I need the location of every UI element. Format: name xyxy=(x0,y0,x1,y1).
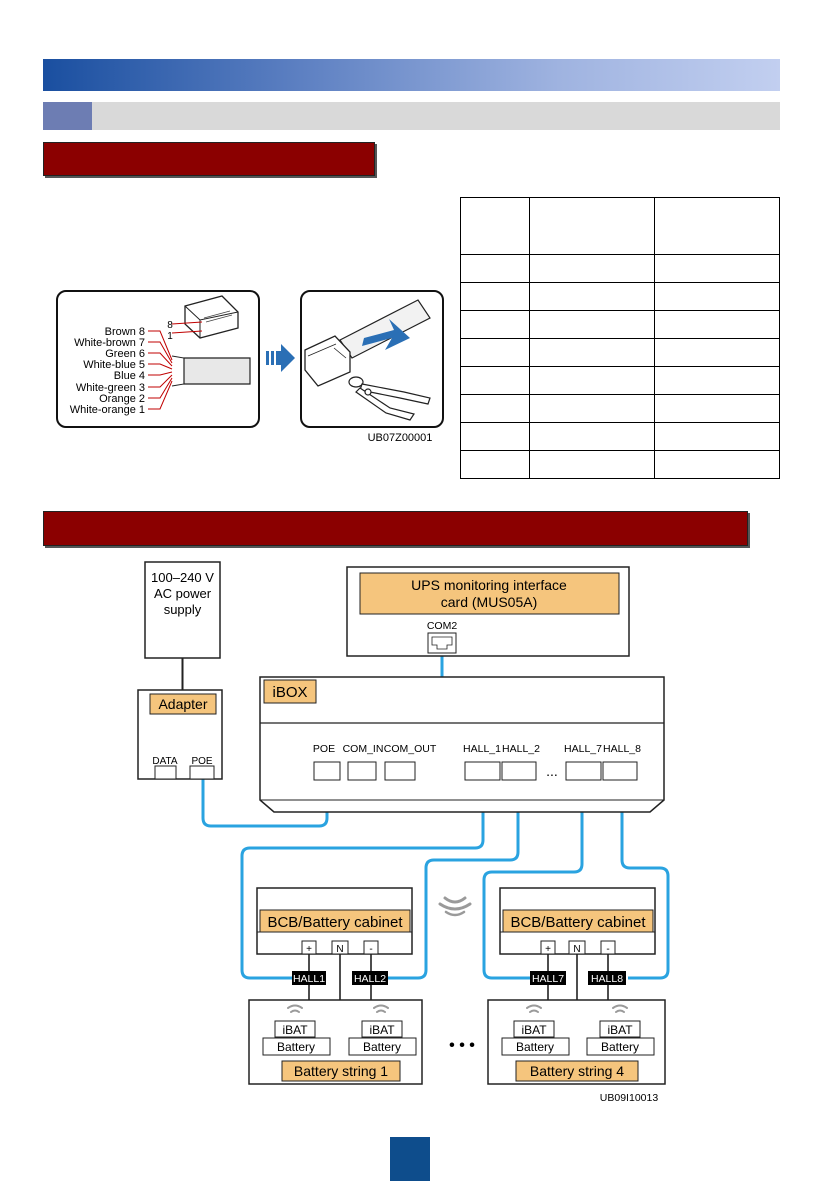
ibat-label: iBAT xyxy=(369,1023,395,1037)
ibox-port-hall8 xyxy=(602,761,638,781)
adapter-port-poe xyxy=(189,765,215,780)
battery-string-left-label: Battery string 1 xyxy=(294,1063,388,1079)
port-ellipsis: ... xyxy=(546,763,558,779)
com2-port xyxy=(427,632,457,654)
wire-label: Brown 8 xyxy=(105,326,145,338)
arrow-icon xyxy=(266,344,295,372)
strings-ellipsis: • • • xyxy=(449,1037,475,1054)
section-bar-connection xyxy=(43,511,748,546)
ibat-label: iBAT xyxy=(607,1023,633,1037)
terminal-plus-left: + xyxy=(306,944,312,955)
hall2-tag xyxy=(352,971,388,985)
adapter-label-box xyxy=(149,693,217,715)
ibox-port-com-in xyxy=(347,761,377,781)
page-number-box xyxy=(390,1137,430,1181)
terminal-minus-left: - xyxy=(369,944,372,955)
ibat-label: iBAT xyxy=(282,1023,308,1037)
port-label-hall1: HALL_1 xyxy=(463,743,501,755)
hall1-tag xyxy=(292,971,326,985)
power-supply-line1: 100–240 V xyxy=(151,570,214,585)
ibat-wireless-icon xyxy=(526,1004,628,1013)
wire-label: Blue 4 xyxy=(114,370,145,382)
hall8-cable xyxy=(620,780,670,980)
wire-labels: Brown 8 White-brown 7 Green 6 White-blue… xyxy=(70,326,145,416)
ibox-port-hall1 xyxy=(464,761,501,781)
ibox-port-com-out xyxy=(384,761,416,781)
ups-card-line1: UPS monitoring interface xyxy=(411,577,567,593)
hall1-tag-label: HALL1 xyxy=(293,973,325,985)
battery-string-right-label: Battery string 4 xyxy=(530,1063,624,1079)
wire-label: White-brown 7 xyxy=(74,337,145,349)
adapter-port-data-label: DATA xyxy=(152,756,178,767)
port-label-hall2: HALL_2 xyxy=(502,743,540,755)
pin-bottom-label: 1 xyxy=(167,331,173,342)
power-supply-box xyxy=(144,561,221,659)
ibox-label: iBOX xyxy=(272,684,307,701)
rj45-plug-icon xyxy=(184,295,239,339)
hall2-cable xyxy=(384,780,520,980)
hall7-tag xyxy=(530,971,566,985)
wireless-icon xyxy=(438,896,472,917)
push-arrow-icon xyxy=(362,319,410,350)
terminal-minus-right: - xyxy=(606,944,609,955)
terminal-plus-right: + xyxy=(545,944,551,955)
ibat-wireless-icon xyxy=(287,1004,389,1013)
adapter-label: Adapter xyxy=(158,696,207,712)
battery-label: Battery xyxy=(363,1040,401,1054)
port-label-poe: POE xyxy=(313,743,335,755)
terminal-n-right: N xyxy=(573,944,580,955)
hall8-tag-label: HALL8 xyxy=(591,973,623,985)
subheader-marker xyxy=(43,102,92,130)
adapter-port-poe-label: POE xyxy=(191,756,212,767)
crimping-tool-icon xyxy=(348,376,431,421)
wire-fan xyxy=(148,330,173,410)
wire-label: Orange 2 xyxy=(99,393,145,405)
power-supply-line2: AC power xyxy=(154,586,212,601)
ibox-label-box xyxy=(263,679,317,704)
cabinet-right-label: BCB/Battery cabinet xyxy=(510,914,646,931)
ups-card-line2: card (MUS05A) xyxy=(441,594,537,610)
header-bar xyxy=(43,59,780,91)
subheader-bar xyxy=(43,102,780,130)
cable-body xyxy=(171,355,251,387)
battery-label: Battery xyxy=(601,1040,639,1054)
crimp-plug-icon xyxy=(304,299,431,387)
figure-id-diagram: UB09I10013 xyxy=(600,1092,659,1104)
adapter-port-data xyxy=(154,765,177,780)
cabinet-left-label: BCB/Battery cabinet xyxy=(267,914,403,931)
hall2-tag-label: HALL2 xyxy=(354,973,386,985)
power-supply-line3: supply xyxy=(164,602,202,617)
pinout-table xyxy=(460,197,780,479)
section-bar-crimping xyxy=(43,142,375,176)
ibox-port-hall2 xyxy=(501,761,537,781)
hall1-cable xyxy=(240,780,485,980)
port-label-com-in: COM_IN xyxy=(343,743,384,755)
wire-label: White-blue 5 xyxy=(83,359,145,371)
port-label-hall8: HALL_8 xyxy=(603,743,641,755)
poe-cable xyxy=(201,779,329,828)
port-label-hall7: HALL_7 xyxy=(564,743,602,755)
rj45-port-icon xyxy=(431,636,453,650)
wire-label: White-green 3 xyxy=(76,382,145,394)
wire-label: Green 6 xyxy=(105,348,145,360)
terminal-n-left: N xyxy=(336,944,343,955)
hall7-cable xyxy=(482,780,584,980)
hall7-tag-label: HALL7 xyxy=(532,973,564,985)
pin-top-label: 8 xyxy=(167,320,173,331)
ibat-label: iBAT xyxy=(521,1023,547,1037)
ibox-port-poe xyxy=(313,761,341,781)
port-label-com-out: COM_OUT xyxy=(384,743,437,755)
hall8-tag xyxy=(588,971,626,985)
battery-label: Battery xyxy=(277,1040,315,1054)
com2-label: COM2 xyxy=(427,620,457,632)
ibox-port-hall7 xyxy=(565,761,602,781)
ups-card-label-box xyxy=(359,572,620,615)
battery-label: Battery xyxy=(516,1040,554,1054)
wire-label: White-orange 1 xyxy=(70,404,145,416)
figure-id-rj45: UB07Z00001 xyxy=(368,432,433,444)
